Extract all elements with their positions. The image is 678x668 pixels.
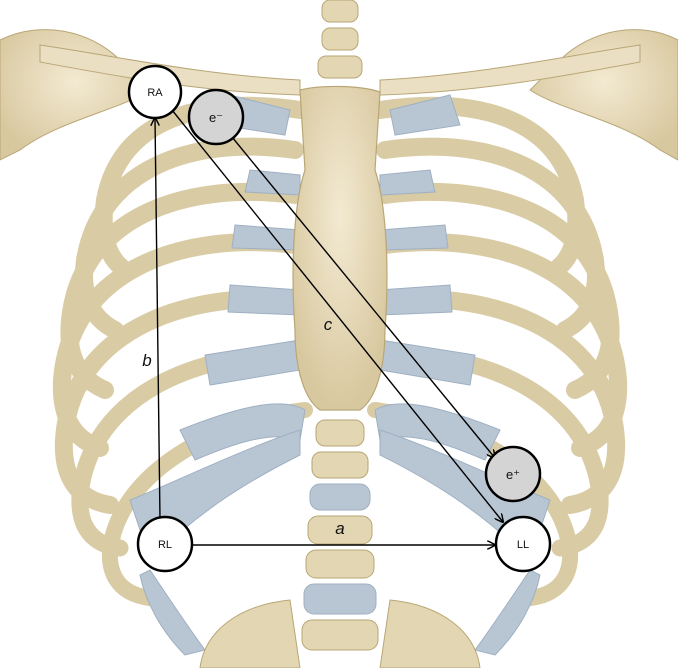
vector-c-label: c — [324, 315, 333, 334]
electrode-e-plus[interactable]: e⁺ — [486, 447, 540, 501]
pelvis-right — [200, 600, 300, 668]
pelvis-left — [380, 600, 480, 668]
electrode-e-plus-label: e⁺ — [506, 467, 520, 482]
electrode-ra[interactable]: RA — [129, 66, 181, 118]
electrode-e-minus[interactable]: e⁻ — [189, 90, 243, 144]
electrode-e-minus-label: e⁻ — [209, 110, 223, 125]
electrode-ll[interactable]: LL — [496, 517, 550, 571]
sternum — [293, 86, 387, 410]
electrode-ll-label: LL — [517, 539, 529, 551]
electrode-rl-label: RL — [158, 539, 172, 551]
electrode-ra-label: RA — [147, 87, 163, 99]
electrode-rl[interactable]: RL — [138, 517, 192, 571]
vector-b-label: b — [142, 351, 151, 370]
vector-a-label: a — [335, 519, 344, 538]
